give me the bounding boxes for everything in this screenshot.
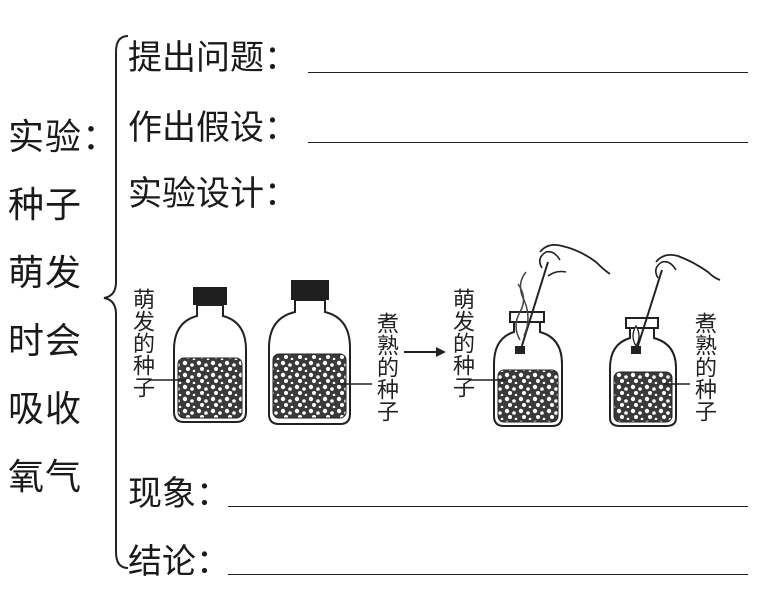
title-line-1: 实验： — [8, 117, 120, 158]
title-line-2: 种子 — [8, 185, 83, 226]
process-arrow — [404, 347, 446, 357]
hypothesis-answer-line[interactable] — [308, 142, 748, 143]
label-germinating-seeds-1: 萌发的种子 — [129, 288, 154, 398]
conclusion-answer-line[interactable] — [228, 574, 748, 575]
curly-brace — [103, 35, 129, 569]
jar-germinating-2 — [493, 243, 611, 427]
problem-label: 提出问题： — [128, 38, 298, 78]
jar-boiled-2 — [609, 253, 721, 427]
jar-boiled-1 — [268, 280, 351, 425]
experiment-title: 实验： 种子 萌发 时会 吸收 氧气 — [8, 104, 120, 512]
phenomenon-label: 现象： — [128, 474, 230, 514]
conclusion-label: 结论： — [128, 542, 230, 582]
phenomenon-answer-line[interactable] — [228, 506, 748, 507]
hypothesis-label: 作出假设： — [128, 108, 298, 148]
label-germinating-seeds-2: 萌发的种子 — [449, 288, 474, 398]
problem-answer-line[interactable] — [308, 72, 748, 73]
jar-germinating-1 — [173, 287, 247, 423]
title-line-3: 萌发 — [8, 253, 83, 294]
label-boiled-seeds-1: 煮熟的种子 — [373, 312, 398, 422]
title-line-5: 吸收 — [8, 389, 83, 430]
title-line-6: 氧气 — [8, 457, 83, 498]
title-line-4: 时会 — [8, 321, 83, 362]
design-label: 实验设计： — [128, 174, 298, 214]
label-boiled-seeds-2: 煮熟的种子 — [691, 312, 716, 422]
